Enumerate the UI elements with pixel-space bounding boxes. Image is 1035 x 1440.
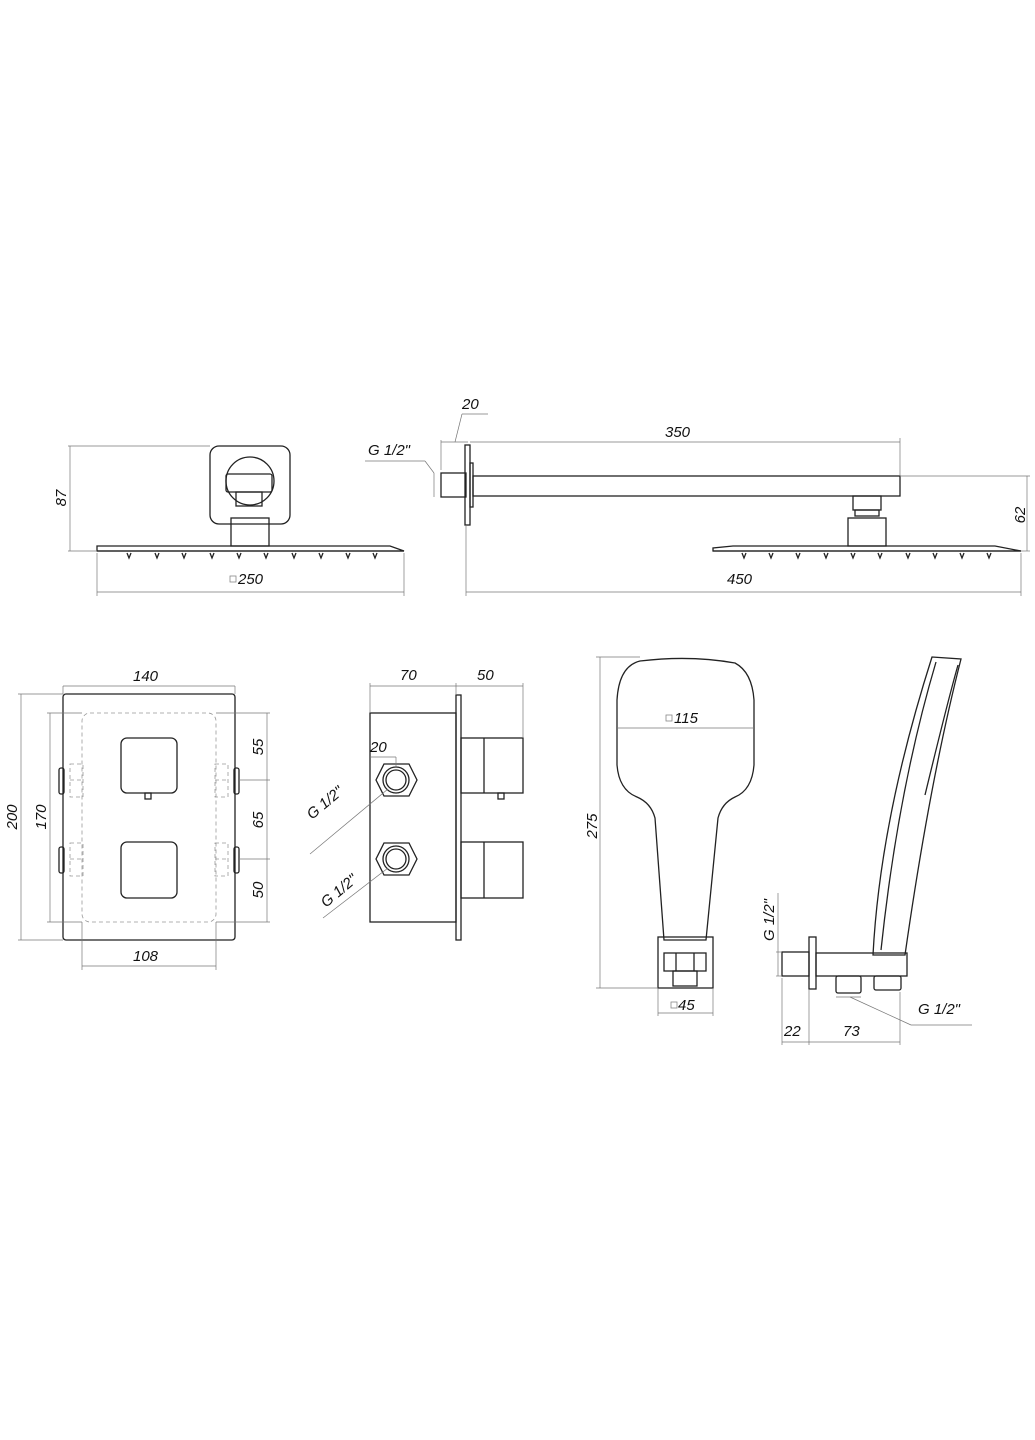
shower-head-front-view: 87 250 [53,445,405,596]
dim-inner-width: 108 [133,948,159,965]
dim-flange-depth: 20 [461,396,479,413]
dim-head-height: 87 [53,489,70,506]
dim-head-drop: 62 [1012,506,1029,523]
square-symbol-icon [665,714,673,722]
dim-hand-total-height: 275 [584,813,601,840]
hand-shower-front-view: 275 115 45 [584,656,755,1016]
dim-port-offset: 20 [369,739,387,756]
dim-head-width: 250 [237,571,264,588]
dim-spacing-mid: 65 [250,811,267,828]
dim-total-length: 450 [727,571,753,588]
shower-arm-side-view: 20 G 1/2" 350 62 450 [365,396,1030,596]
dim-hand-head-size: 115 [674,710,699,727]
dim-outer-height: 200 [4,804,21,831]
label-outlet-thread: G 1/2" [918,1001,961,1018]
hand-shower-side-view: G 1/2" G 1/2" 22 73 [761,656,972,1045]
dim-body-depth: 70 [400,667,417,684]
label-arm-thread: G 1/2" [368,442,411,459]
label-inlet-thread: G 1/2" [761,898,778,941]
dim-wall-offset: 22 [783,1023,801,1040]
dim-inner-height: 170 [33,804,50,830]
thermostat-side-view: 70 50 20 G 1/2" G 1/2" [304,667,524,941]
dim-handle-depth: 50 [477,667,494,684]
dim-spacing-bottom: 50 [250,881,267,898]
thermostat-front-view: 140 200 170 55 65 50 108 [4,668,270,970]
dim-spacing-top: 55 [250,738,267,755]
dim-arm-length: 350 [665,424,691,441]
dim-outer-width: 140 [133,668,159,685]
dim-bracket-length: 73 [843,1023,860,1040]
square-symbol-icon [229,575,237,583]
dim-bracket-size: 45 [678,997,695,1014]
square-symbol-icon [670,1001,678,1009]
label-port-thread-1: G 1/2" [304,783,348,823]
